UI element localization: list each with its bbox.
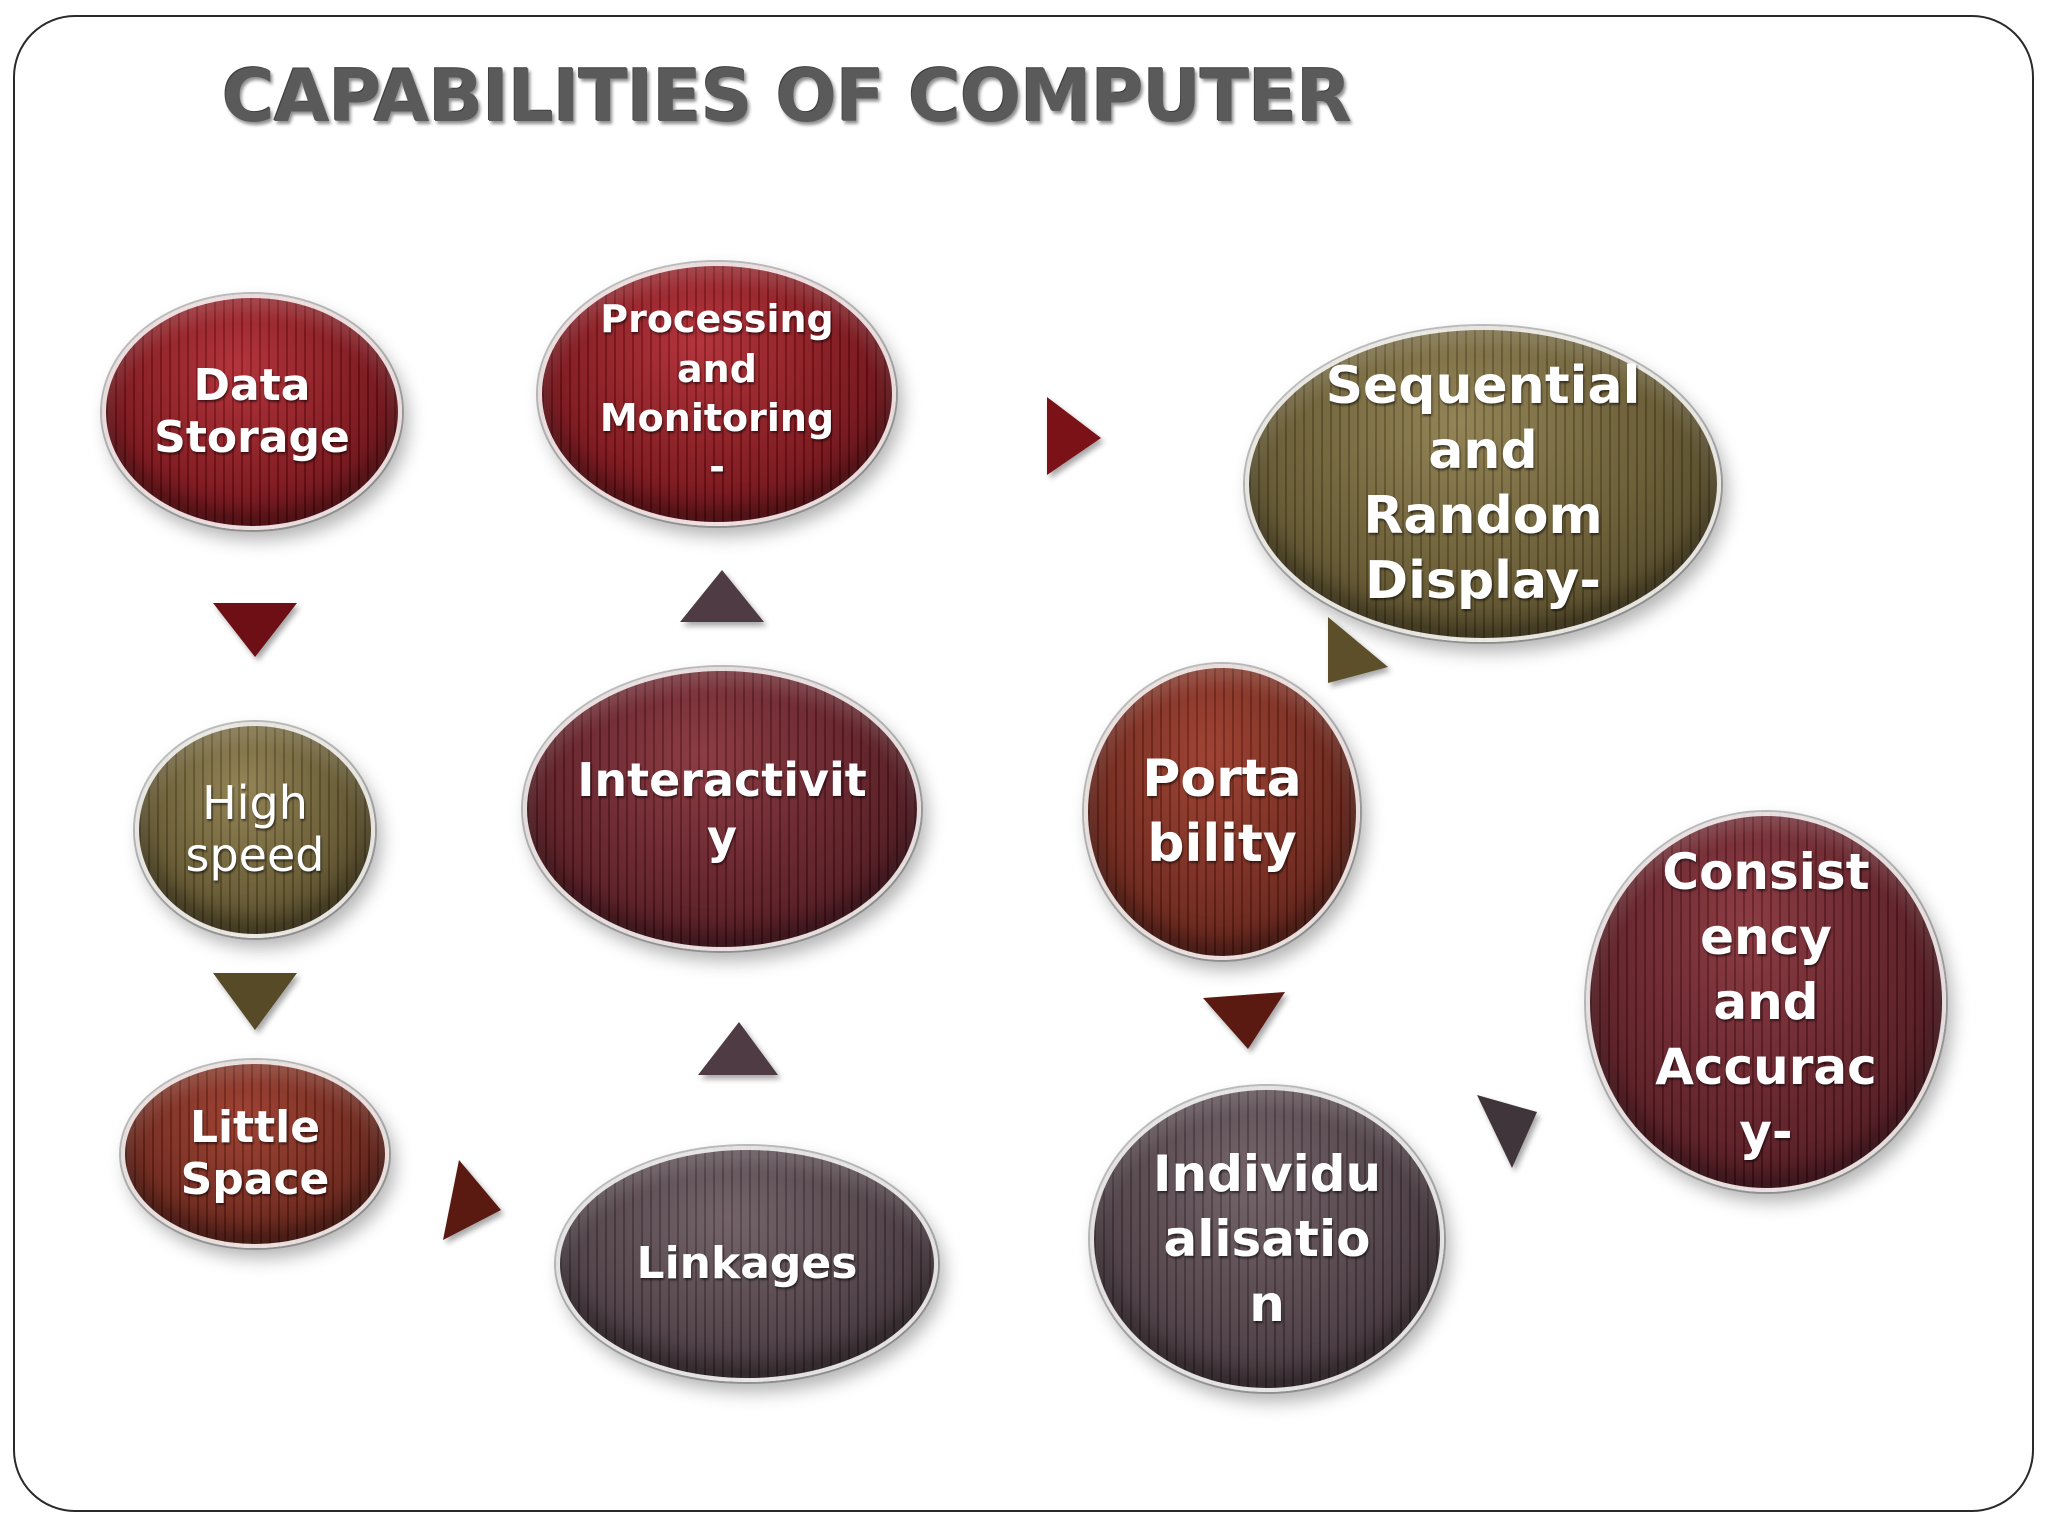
node-data-storage: Data Storage (102, 294, 402, 530)
node-little-space: Little Space (121, 1060, 389, 1248)
node-portability: Porta bility (1084, 664, 1360, 960)
node-processing-monitoring: Processing and Monitoring - (538, 262, 896, 526)
node-individualisation: Individu alisatio n (1090, 1086, 1444, 1392)
node-linkages: Linkages (556, 1146, 938, 1382)
node-interactivity: Interactivit y (523, 667, 921, 951)
node-sequential-random-display: Sequential and Random Display- (1245, 326, 1721, 642)
page-title: CAPABILITIES OF COMPUTER (222, 54, 1352, 138)
node-consistency-accuracy: Consist ency and Accurac y- (1586, 812, 1946, 1192)
node-high-speed: High speed (135, 722, 375, 938)
